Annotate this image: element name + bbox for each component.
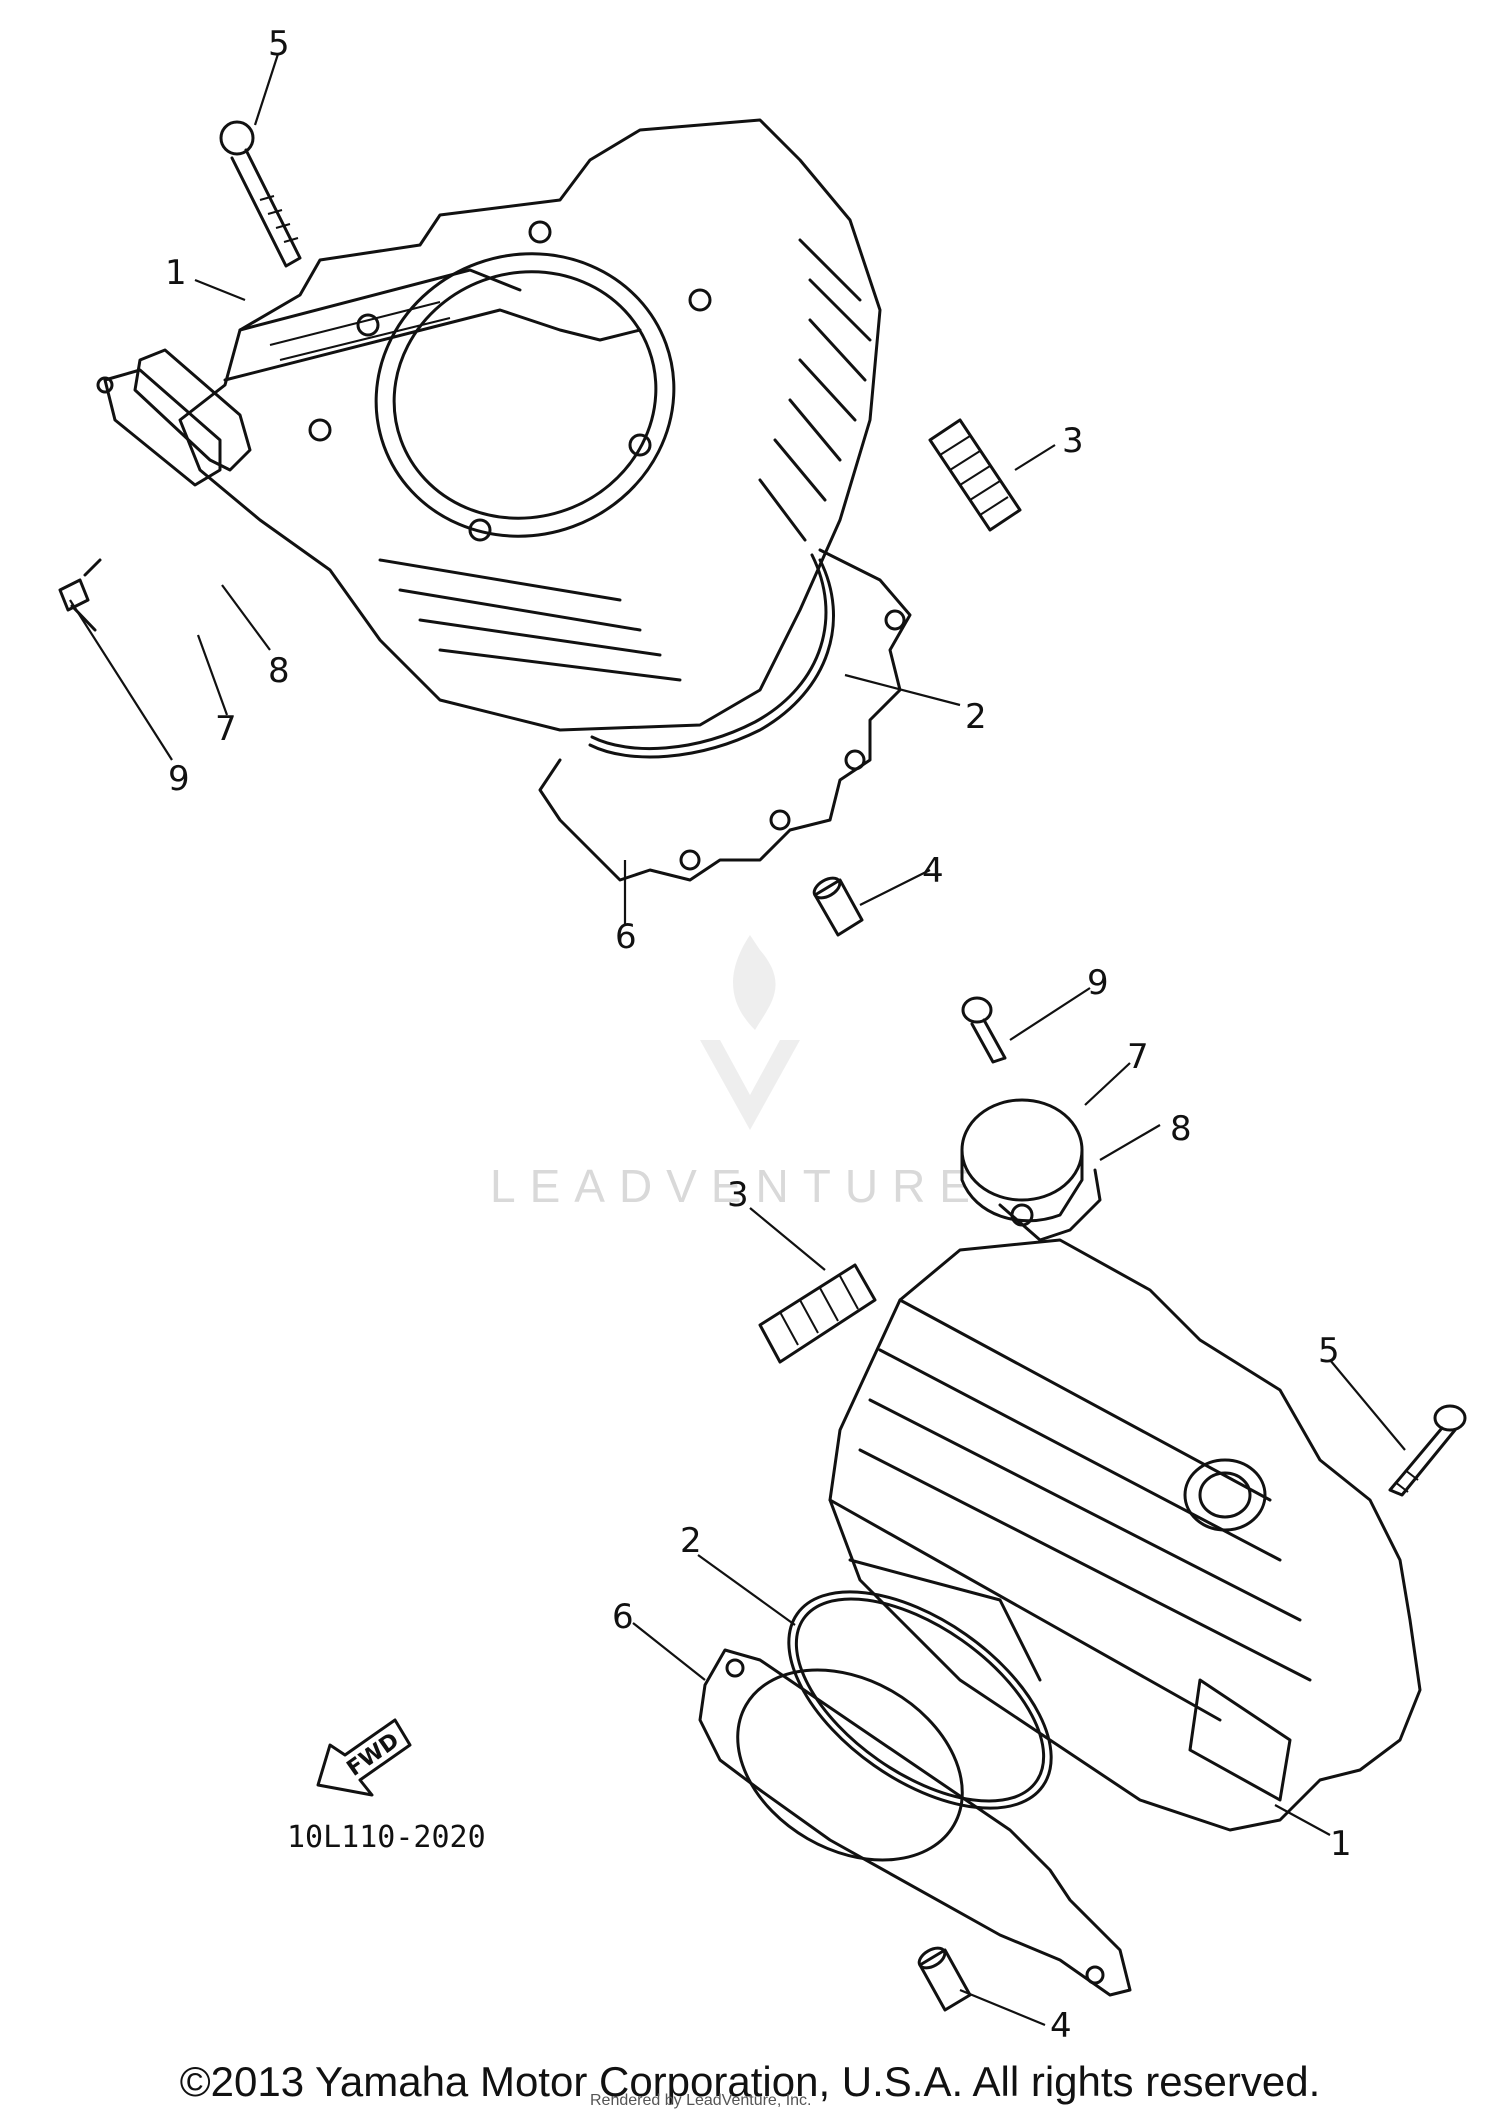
- callout-7-bottom: 7: [1127, 1037, 1149, 1077]
- dowel-pin-top: [928, 418, 1022, 532]
- dowel-pin-bottom: [758, 1263, 877, 1364]
- callout-3-top: 3: [1062, 421, 1084, 461]
- leader-lines: [69, 53, 1406, 2027]
- callout-1-bottom: 1: [1330, 1824, 1352, 1864]
- callout-4-bottom: 4: [1050, 2006, 1072, 2046]
- cylinder-bottom: [828, 1238, 1422, 1832]
- bolt-bottom: [1388, 1404, 1467, 1497]
- copyright-notice: ©2013 Yamaha Motor Corporation, U.S.A. A…: [179, 2058, 1321, 2105]
- callout-8-top: 8: [268, 651, 290, 691]
- cylinder-top: [178, 118, 882, 732]
- callout-2-top: 2: [965, 697, 987, 737]
- callout-2-bottom: 2: [680, 1521, 702, 1561]
- watermark-logo: [700, 935, 800, 1130]
- diagram-code: 10L110-2020: [287, 1820, 486, 1855]
- cover-assembly-top: [58, 348, 252, 632]
- cover-assembly-bottom: [960, 1098, 1102, 1242]
- callout-4-top: 4: [922, 851, 944, 891]
- o-ring-bottom: [787, 1590, 1053, 1810]
- o-ring-top: [588, 553, 835, 759]
- rendered-by-notice: Rendered by LeadVenture, Inc.: [590, 2092, 812, 2109]
- callout-3-bottom: 3: [727, 1175, 749, 1215]
- callout-1-top: 1: [165, 253, 187, 293]
- callout-7-top: 7: [215, 709, 237, 749]
- callout-9-top: 9: [168, 759, 190, 799]
- bolt-small-bottom: [961, 996, 1007, 1064]
- dowel-sleeve-bottom: [917, 1946, 972, 2012]
- forward-arrow-icon: [316, 1718, 412, 1797]
- callout-5-top: 5: [268, 24, 290, 64]
- callout-8-bottom: 8: [1170, 1109, 1192, 1149]
- bolt-top: [219, 120, 302, 268]
- watermark-text: LEADVENTURE: [490, 1160, 984, 1212]
- base-gasket-top: [538, 548, 912, 882]
- callout-9-bottom: 9: [1087, 963, 1109, 1003]
- dowel-sleeve-top: [812, 876, 864, 937]
- callout-6-top: 6: [615, 917, 637, 957]
- callout-5-bottom: 5: [1318, 1331, 1340, 1371]
- callout-6-bottom: 6: [612, 1597, 634, 1637]
- base-gasket-bottom: [698, 1648, 1132, 1997]
